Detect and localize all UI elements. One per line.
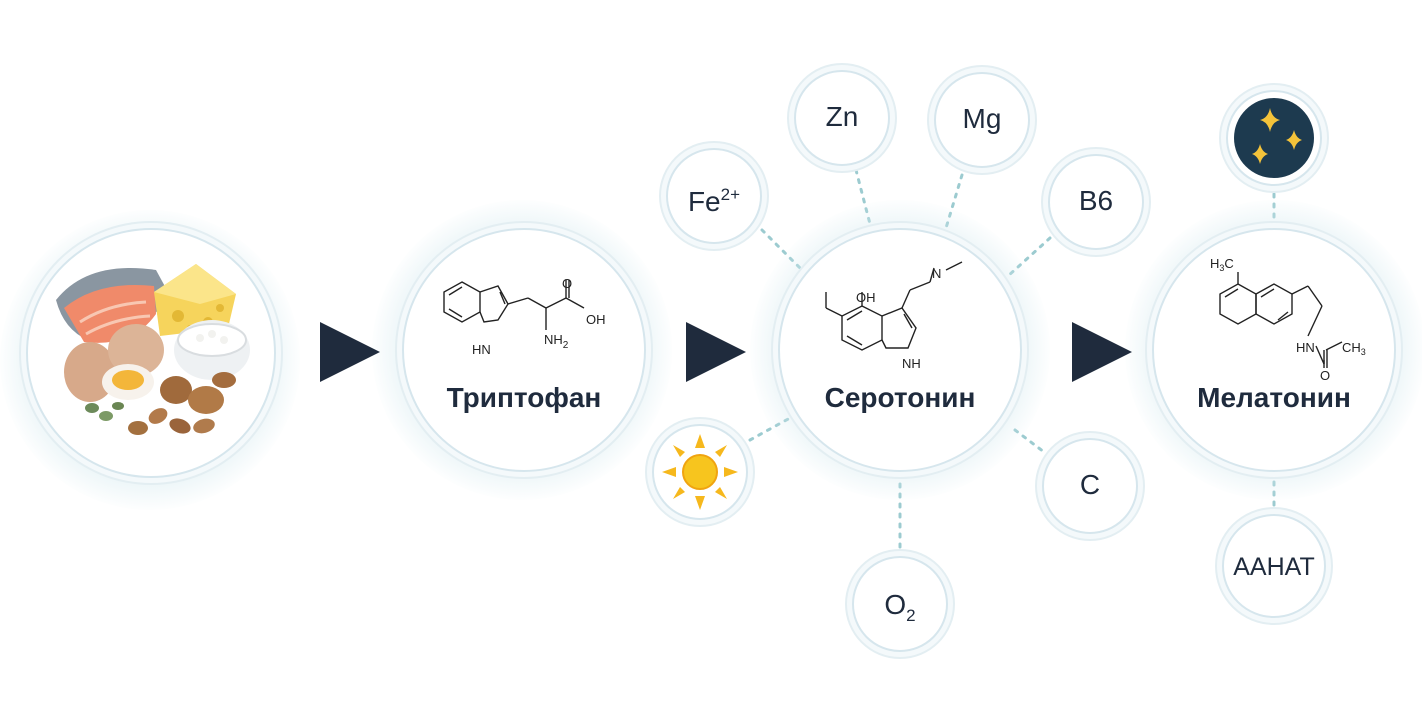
melatonin-ch3-ch: CH xyxy=(1342,340,1361,355)
cofactor-c-node xyxy=(1042,438,1138,534)
tryptophan-nh2: NH2 xyxy=(544,332,569,351)
cofactor-zn-node xyxy=(794,70,890,166)
tryptophan-oh: OH xyxy=(586,312,606,327)
melatonin-h3co: H3C xyxy=(1210,256,1234,273)
play-arrow-icon xyxy=(686,322,746,382)
connector-zn xyxy=(854,168,872,226)
melatonin-node xyxy=(1152,228,1396,472)
cofactor-zn-label: Zn xyxy=(825,101,859,132)
sunlight-node xyxy=(652,424,748,520)
food-sources-node xyxy=(26,228,276,478)
connector-c xyxy=(1013,428,1046,454)
cofactor-mg-node xyxy=(934,72,1030,168)
connector-fe xyxy=(760,228,802,270)
cofactor-fe-label: Fe2+ xyxy=(664,180,764,217)
night-node xyxy=(1226,90,1322,186)
connector-mg xyxy=(944,173,964,230)
enzyme-aanat-label: AAHAT xyxy=(1233,553,1315,581)
tryptophan-nh2-base: NH xyxy=(544,332,563,347)
cofactor-o2-sub: 2 xyxy=(906,606,916,625)
melatonin-structure: H3C HN CH3 O xyxy=(1210,256,1366,380)
cofactor-b6-node xyxy=(1048,154,1144,250)
play-arrow-icon xyxy=(320,322,380,382)
night-stars-icon xyxy=(1234,98,1314,178)
melatonin-h3c-c: C xyxy=(1224,256,1233,271)
cofactor-o2-base: O xyxy=(884,589,907,620)
cofactor-fe-base: Fe xyxy=(687,186,721,217)
melatonin-h3c-h: H xyxy=(1210,256,1219,271)
serotonin-oh: OH xyxy=(856,290,876,305)
melatonin-o: O xyxy=(1320,368,1330,380)
sun-icon xyxy=(662,434,738,510)
serotonin-n: N xyxy=(932,266,941,281)
serotonin-node xyxy=(778,228,1022,472)
melatonin-h3c-3: 3 xyxy=(1219,263,1224,273)
tryptophan-label: Триптофан xyxy=(446,382,602,413)
cofactor-o2-label: O2 xyxy=(850,590,950,631)
melatonin-hn: HN xyxy=(1296,340,1315,355)
connector-b6 xyxy=(1006,236,1052,278)
cofactor-fe-node xyxy=(666,148,762,244)
cofactor-c-label: C xyxy=(1079,469,1101,500)
tryptophan-structure: HN NH2 OH O xyxy=(443,276,606,357)
melatonin-ch3-3: 3 xyxy=(1361,347,1366,357)
cofactor-mg-label: Mg xyxy=(962,103,1002,134)
serotonin-label: Серотонин xyxy=(824,382,976,413)
serotonin-nh: NH xyxy=(902,356,921,371)
melatonin-label: Мелатонин xyxy=(1197,382,1351,413)
play-arrow-icon xyxy=(1072,322,1132,382)
cofactor-b6-label: B6 xyxy=(1078,185,1114,216)
tryptophan-node xyxy=(402,228,646,472)
cofactor-o2-node xyxy=(852,556,948,652)
enzyme-aanat-node xyxy=(1222,514,1326,618)
serotonin-structure: OH NH N xyxy=(825,261,963,371)
cofactor-fe-sup: 2+ xyxy=(720,185,741,204)
connector-sun xyxy=(748,416,792,442)
tryptophan-o: O xyxy=(562,276,572,291)
food-photo-icon xyxy=(56,264,250,435)
melatonin-ch3: CH3 xyxy=(1342,340,1366,357)
tryptophan-nh: HN xyxy=(472,342,491,357)
tryptophan-nh2-sub: 2 xyxy=(563,340,569,351)
